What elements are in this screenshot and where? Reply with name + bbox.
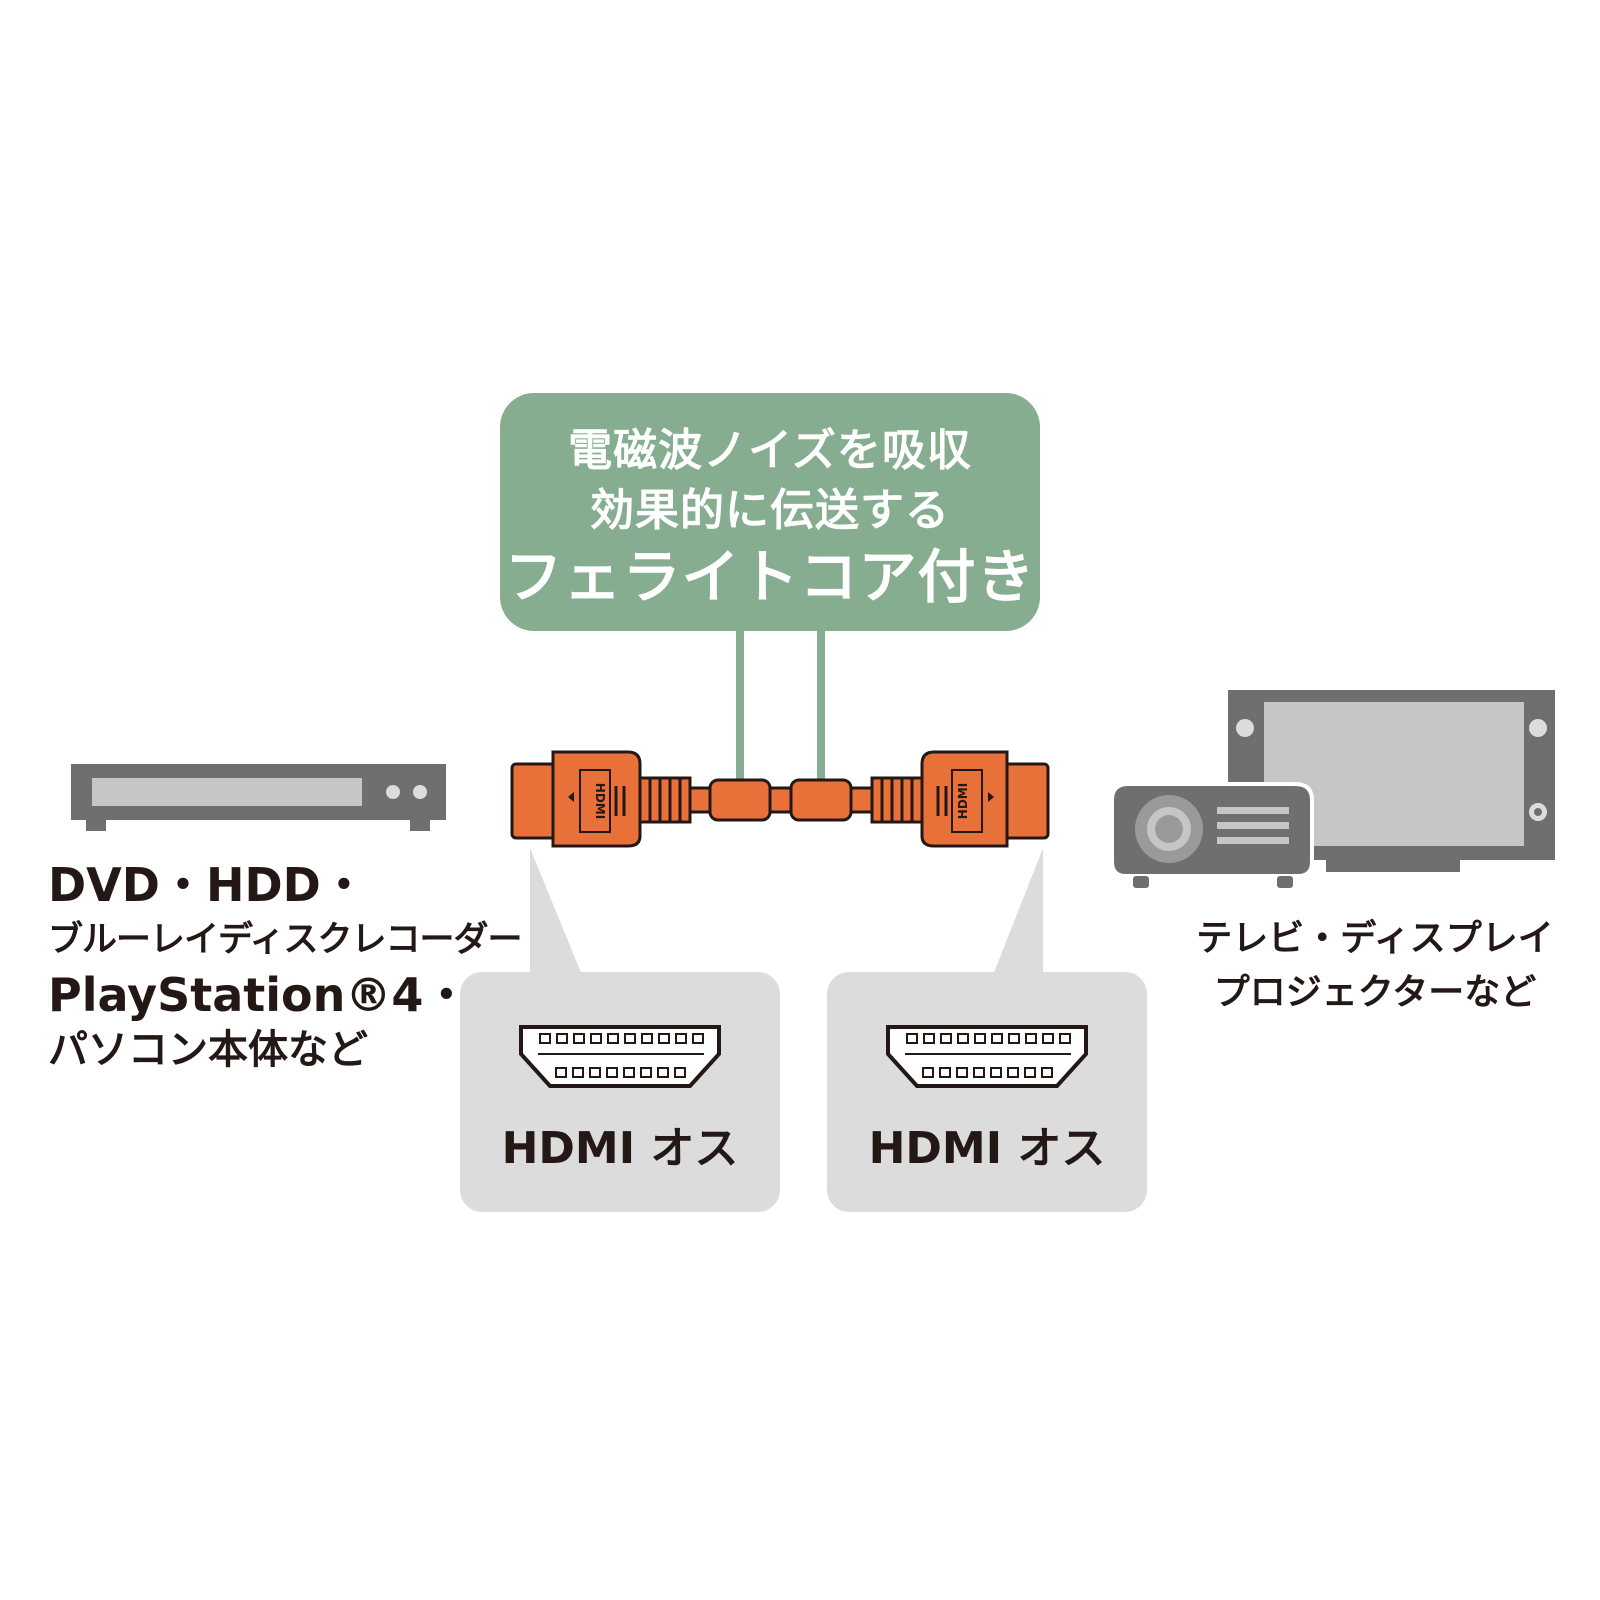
ferrite-core-left xyxy=(708,778,772,822)
left-connector-box: HDMI オス xyxy=(460,972,780,1212)
display-devices-label: テレビ・ディスプレイ プロジェクターなど xyxy=(1195,912,1555,1020)
right-callout-tail xyxy=(993,848,1043,975)
source-line-3: PlayStation®4・3 xyxy=(48,968,502,1022)
right-strain-relief xyxy=(870,776,924,824)
left-hdmi-plug: HDMI xyxy=(510,750,642,848)
left-plug-logo: HDMI xyxy=(593,783,607,819)
feature-line-2: 効果的に伝送する xyxy=(590,485,950,536)
projector-icon xyxy=(1110,782,1314,888)
right-connector-box: HDMI オス xyxy=(827,972,1147,1212)
source-line-2: ブルーレイディスクレコーダー xyxy=(48,920,523,960)
hdmi-port-icon xyxy=(886,1025,1088,1088)
hdmi-port-icon xyxy=(519,1025,721,1088)
source-line-1: DVD・HDD・ xyxy=(48,858,367,912)
right-plug-logo: HDMI xyxy=(956,783,970,819)
hdmi-cable: HDMI HDMI xyxy=(510,750,1050,848)
right-connector-label: HDMI オス xyxy=(868,1123,1106,1174)
display-line-2: プロジェクターなど xyxy=(1213,972,1537,1013)
left-connector-label: HDMI オス xyxy=(501,1123,739,1174)
display-line-1: テレビ・ディスプレイ xyxy=(1196,918,1554,959)
left-callout-tail xyxy=(530,848,582,975)
left-strain-relief xyxy=(638,776,692,824)
source-line-4: パソコン本体など xyxy=(48,1027,368,1073)
feature-line-3: フェライトコア付き xyxy=(504,543,1036,611)
feature-line-1: 電磁波ノイズを吸収 xyxy=(568,425,972,476)
ferrite-core-callout: 電磁波ノイズを吸収 効果的に伝送する フェライトコア付き xyxy=(500,393,1040,631)
ferrite-core-right xyxy=(789,778,853,822)
right-hdmi-plug: HDMI xyxy=(920,750,1050,848)
recorder-icon xyxy=(71,764,446,831)
source-devices-label: DVD・HDD・ ブルーレイディスクレコーダー PlayStation®4・3 … xyxy=(48,858,523,1078)
